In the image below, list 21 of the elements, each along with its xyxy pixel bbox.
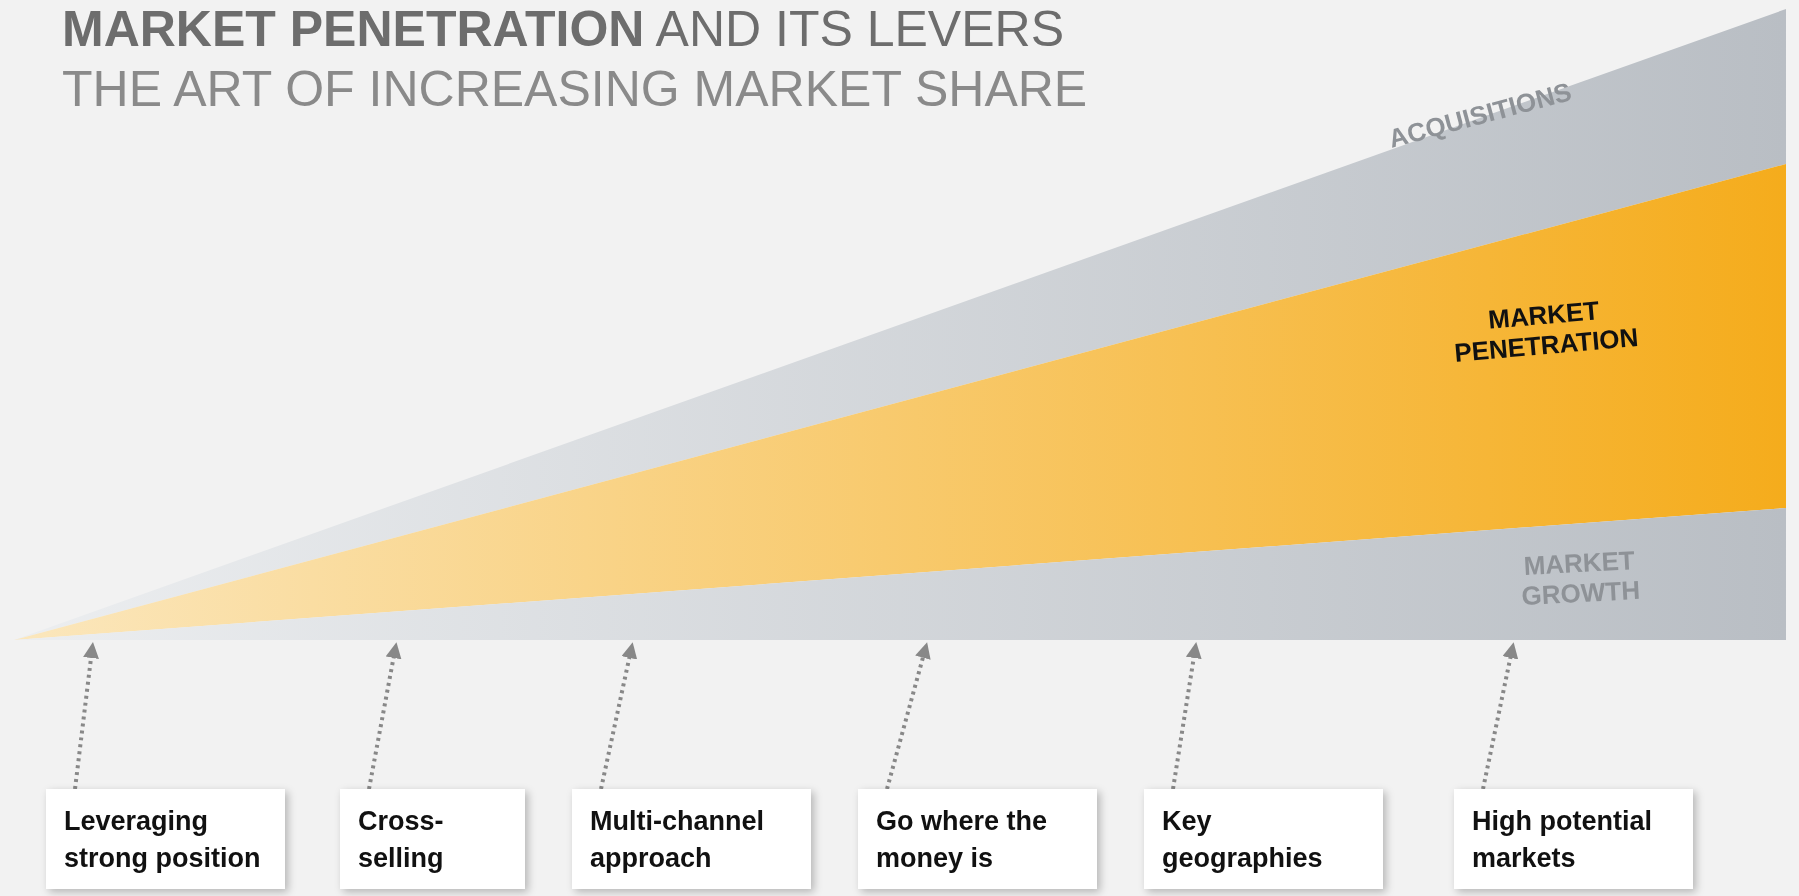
lever-card [340,789,525,889]
band-label: MARKET PENETRATION [1452,294,1641,370]
lever-card [572,789,811,889]
subtitle: THE ART OF INCREASING MARKET SHARE [62,60,1088,118]
dotted-arrow [1481,642,1519,790]
lever-text: Multi-channel approach [590,805,765,875]
dotted-arrow [73,642,99,790]
lever-text: High potential markets [1472,805,1653,875]
lever-card [1454,789,1693,889]
lever-card [46,789,285,889]
lever-text: Go where the money is [876,805,1049,875]
lever-text: Leveraging strong position [64,805,262,875]
lever-text: Cross-selling [358,805,445,875]
dotted-arrow [599,642,638,790]
title: MARKET PENETRATION AND ITS LEVERS [62,0,1064,58]
dotted-arrow [367,642,402,790]
lever-text: Key geographies [1162,805,1324,875]
dotted-arrow [885,642,931,790]
lever-card [1144,789,1383,889]
dotted-arrow [1171,642,1202,790]
lever-card [858,789,1097,889]
